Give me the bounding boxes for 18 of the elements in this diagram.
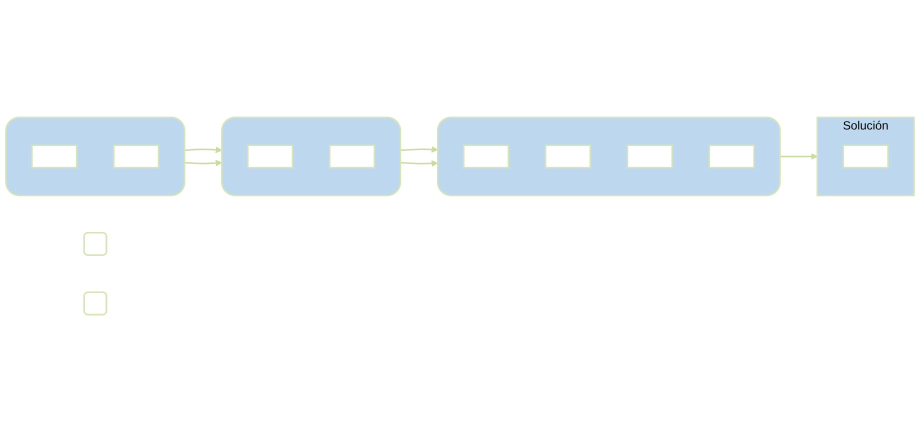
node-box [247, 144, 294, 168]
node-box [544, 144, 591, 168]
arrow [400, 146, 438, 153]
arrow [780, 153, 818, 160]
arrow [184, 160, 222, 166]
node-box [329, 144, 376, 168]
arrow [184, 146, 222, 154]
node-box [708, 144, 755, 168]
cluster: Solución [816, 116, 915, 196]
node-box [31, 144, 78, 168]
node-box [626, 144, 673, 168]
cluster [5, 116, 186, 196]
cluster [221, 116, 402, 196]
arrow [400, 160, 438, 167]
node-box [462, 144, 510, 168]
cluster [436, 116, 781, 196]
node-box [842, 144, 889, 168]
node-box [113, 144, 160, 168]
